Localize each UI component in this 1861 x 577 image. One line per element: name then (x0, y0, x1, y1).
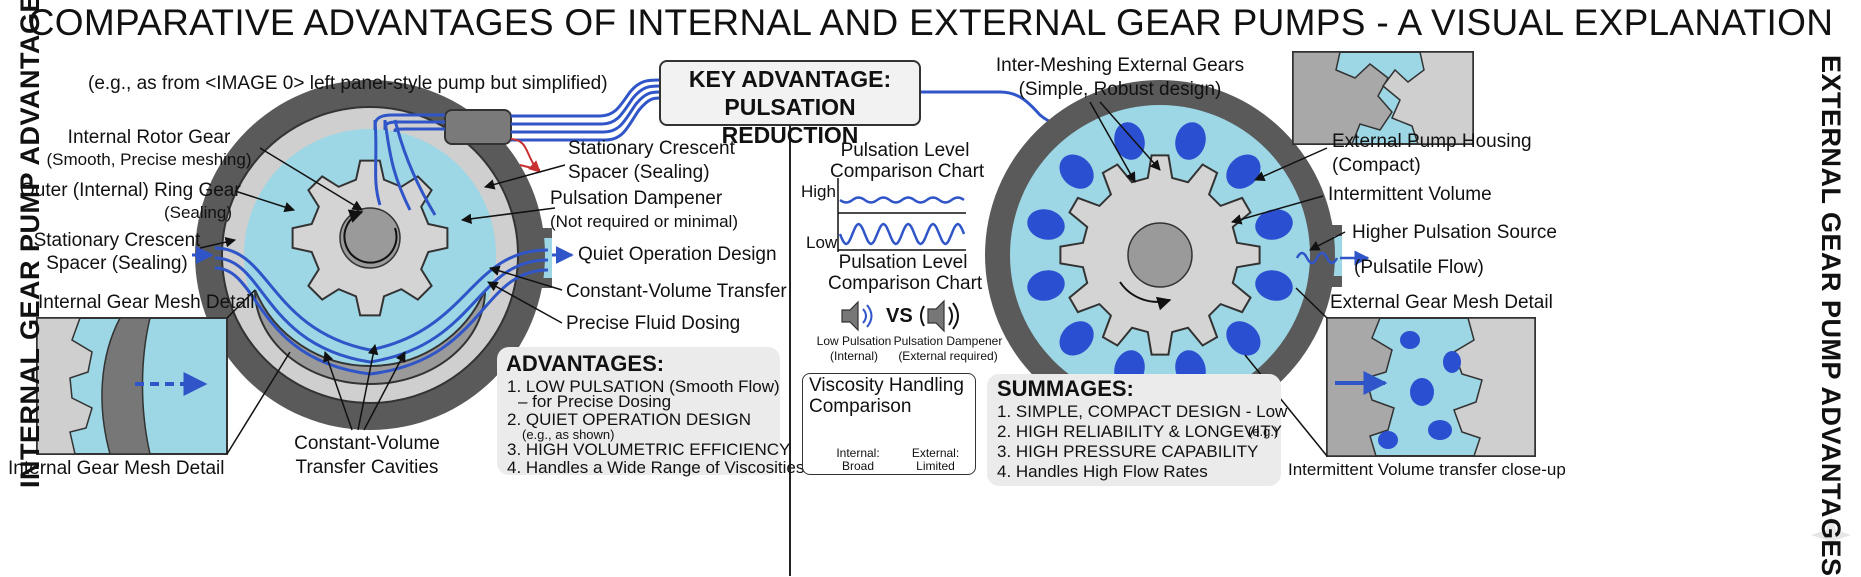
intermittent-volume-pocket (1226, 321, 1261, 356)
cavities-line2: Transfer Cavities (295, 457, 439, 478)
mesh-detail-top-label: Internal Gear Mesh Detail (38, 292, 255, 313)
higher-pulsation-label: Higher Pulsation Source (1352, 222, 1557, 243)
ring-gear-note: (Sealing) (163, 203, 232, 222)
chart-caption-line1: Pulsation Level (838, 252, 968, 273)
pulsatile-flow-label: (Pulsatile Flow) (1354, 257, 1484, 278)
advantage-item-1-sub: – for Precise Dosing (518, 392, 672, 411)
summages-box: SUMMAGES: 1. SIMPLE, COMPACT DESIGN - Lo… (987, 374, 1287, 486)
dampener-note: (Not required or minimal) (550, 212, 738, 231)
chart-caption-line2: Comparison Chart (828, 273, 983, 294)
mesh-detail-bottom-label: Internal Gear Mesh Detail (8, 458, 225, 479)
quiet-operation-label: Quiet Operation Design (578, 244, 777, 265)
advantage-item-3: 3. HIGH VOLUMETRIC EFFICIENCY (507, 440, 791, 459)
housing-line1: External Pump Housing (1332, 131, 1532, 152)
internal-flow-lines (214, 119, 549, 376)
intermittent-volume-pocket (1175, 122, 1206, 160)
intermittent-volume-pocket (1027, 209, 1065, 240)
page-title: COMPARATIVE ADVANTAGES OF INTERNAL AND E… (27, 2, 1834, 43)
intermittent-volume-pocket (1059, 321, 1094, 356)
viscosity-line2: Comparison (809, 396, 912, 417)
intermittent-volume-pocket (1114, 122, 1145, 160)
low-pulsation-line2: (Internal) (829, 349, 879, 363)
intermittent-volume-pocket (1255, 270, 1293, 301)
chart-high-label: High (801, 182, 836, 201)
external-rotation-arrow (1119, 281, 1172, 311)
closeup-label: Intermittent Volume transfer close-up (1288, 460, 1566, 479)
advantage-item-4: 4. Handles a Wide Range of Viscosities (507, 458, 805, 477)
high-pulsation-wave (838, 222, 966, 246)
viscosity-internal-line1: Internal: (836, 446, 880, 460)
low-pulsation-wave (839, 196, 965, 204)
rotor-gear-label: Internal Rotor Gear (67, 127, 231, 148)
sparkle-icon (1811, 515, 1851, 555)
intermittent-volume-pocket (1255, 209, 1293, 240)
advantages-box: ADVANTAGES: 1. LOW PULSATION (Smooth Flo… (497, 347, 804, 477)
summage-item-2-note: (e.g.) (1248, 424, 1279, 439)
crescent-top-line2: Spacer (Sealing) (568, 162, 710, 183)
dampener-label: Pulsation Dampener (550, 188, 723, 209)
dampener-mid-line2: (External required) (898, 349, 998, 363)
viscosity-line1: Viscosity Handling (809, 375, 964, 396)
internal-rotation-arrow (343, 209, 398, 264)
pulsation-wave-icon (1295, 251, 1339, 265)
intermittent-volume-label: Intermittent Volume (1328, 184, 1492, 205)
chart-low-label: Low (806, 233, 838, 252)
external-gear-hub (1127, 222, 1193, 288)
dampener-mid-line1: Pulsation Dampener (893, 334, 1003, 348)
advantage-item-2: 2. QUIET OPERATION DESIGN (507, 410, 752, 429)
advantage-item-2-sub: (e.g., as shown) (522, 427, 615, 442)
key-advantage-line2: PULSATION REDUCTION (721, 94, 859, 148)
housing-line2: (Compact) (1332, 155, 1421, 176)
constant-transfer-label: Constant-Volume Transfer (566, 281, 787, 302)
ring-gear-label: Outer (Internal) Ring Gear (20, 180, 241, 201)
viscosity-external-line2: Limited (916, 459, 955, 473)
cavities-line1: Constant-Volume (294, 433, 440, 454)
advantage-item-1: 1. LOW PULSATION (Smooth Flow) (507, 377, 780, 396)
internal-rotor-hub (339, 207, 401, 269)
viscosity-external-line1: External: (911, 446, 960, 460)
external-mesh-detail-box (1244, 287, 1536, 457)
summage-item-3: 3. HIGH PRESSURE CAPABILITY (997, 442, 1259, 461)
rotor-gear-note: (Smooth, Precise meshing) (46, 150, 252, 169)
pulsation-dampener-device (444, 109, 512, 145)
external-gear-thumbnail (1292, 51, 1474, 145)
external-leader-lines (1089, 101, 1346, 251)
summage-item-2: 2. HIGH RELIABILITY & LONGEVITY (997, 422, 1282, 441)
chart-title-line1: Pulsation Level (840, 140, 970, 161)
crescent-left-line1: Stationary Crescent (33, 230, 201, 251)
speaker-icon-low (841, 300, 873, 332)
intermittent-volume-pocket (1226, 154, 1261, 189)
meshing-line1: Inter-Meshing External Gears (995, 55, 1245, 76)
summage-item-1: 1. SIMPLE, COMPACT DESIGN - Low (997, 402, 1288, 421)
speaker-icon-dampener (920, 299, 959, 333)
intermittent-volume-pocket (1027, 270, 1065, 301)
chart-title-line2: Comparison Chart (830, 161, 985, 182)
summage-item-4: 4. Handles High Flow Rates (997, 462, 1208, 481)
advantages-heading: ADVANTAGES: (506, 351, 665, 376)
key-advantage-line1: KEY ADVANTAGE: (688, 66, 892, 92)
internal-pump-illustration (192, 78, 661, 430)
pulsation-chart (837, 178, 966, 252)
viscosity-internal-line2: Broad (841, 459, 875, 473)
crescent-top-line1: Stationary Crescent (568, 138, 735, 159)
vs-label: VS (886, 305, 913, 327)
low-pulsation-line1: Low Pulsation (816, 334, 892, 348)
internal-leader-lines (199, 147, 566, 431)
fluid-dosing-label: Precise Fluid Dosing (566, 313, 741, 334)
summages-heading: SUMMAGES: (997, 376, 1134, 401)
viscosity-box: Viscosity Handling Comparison Internal: … (802, 373, 976, 475)
internal-mesh-detail-box (36, 289, 291, 455)
dampener-connection-lines (373, 78, 661, 142)
external-pump-illustration (985, 80, 1370, 430)
meshing-line2: (Simple, Robust design) (1018, 79, 1222, 100)
external-mesh-detail-label: External Gear Mesh Detail (1330, 292, 1553, 313)
key-advantage-box: KEY ADVANTAGE: PULSATION REDUCTION (659, 60, 921, 148)
internal-subtitle: (e.g., as from <IMAGE 0> left panel-styl… (88, 73, 608, 94)
crescent-left-line2: Spacer (Sealing) (46, 253, 188, 274)
intermittent-volume-pocket (1059, 154, 1094, 189)
right-side-label: EXTERNAL GEAR PUMP ADVANTAGES (1816, 55, 1846, 577)
